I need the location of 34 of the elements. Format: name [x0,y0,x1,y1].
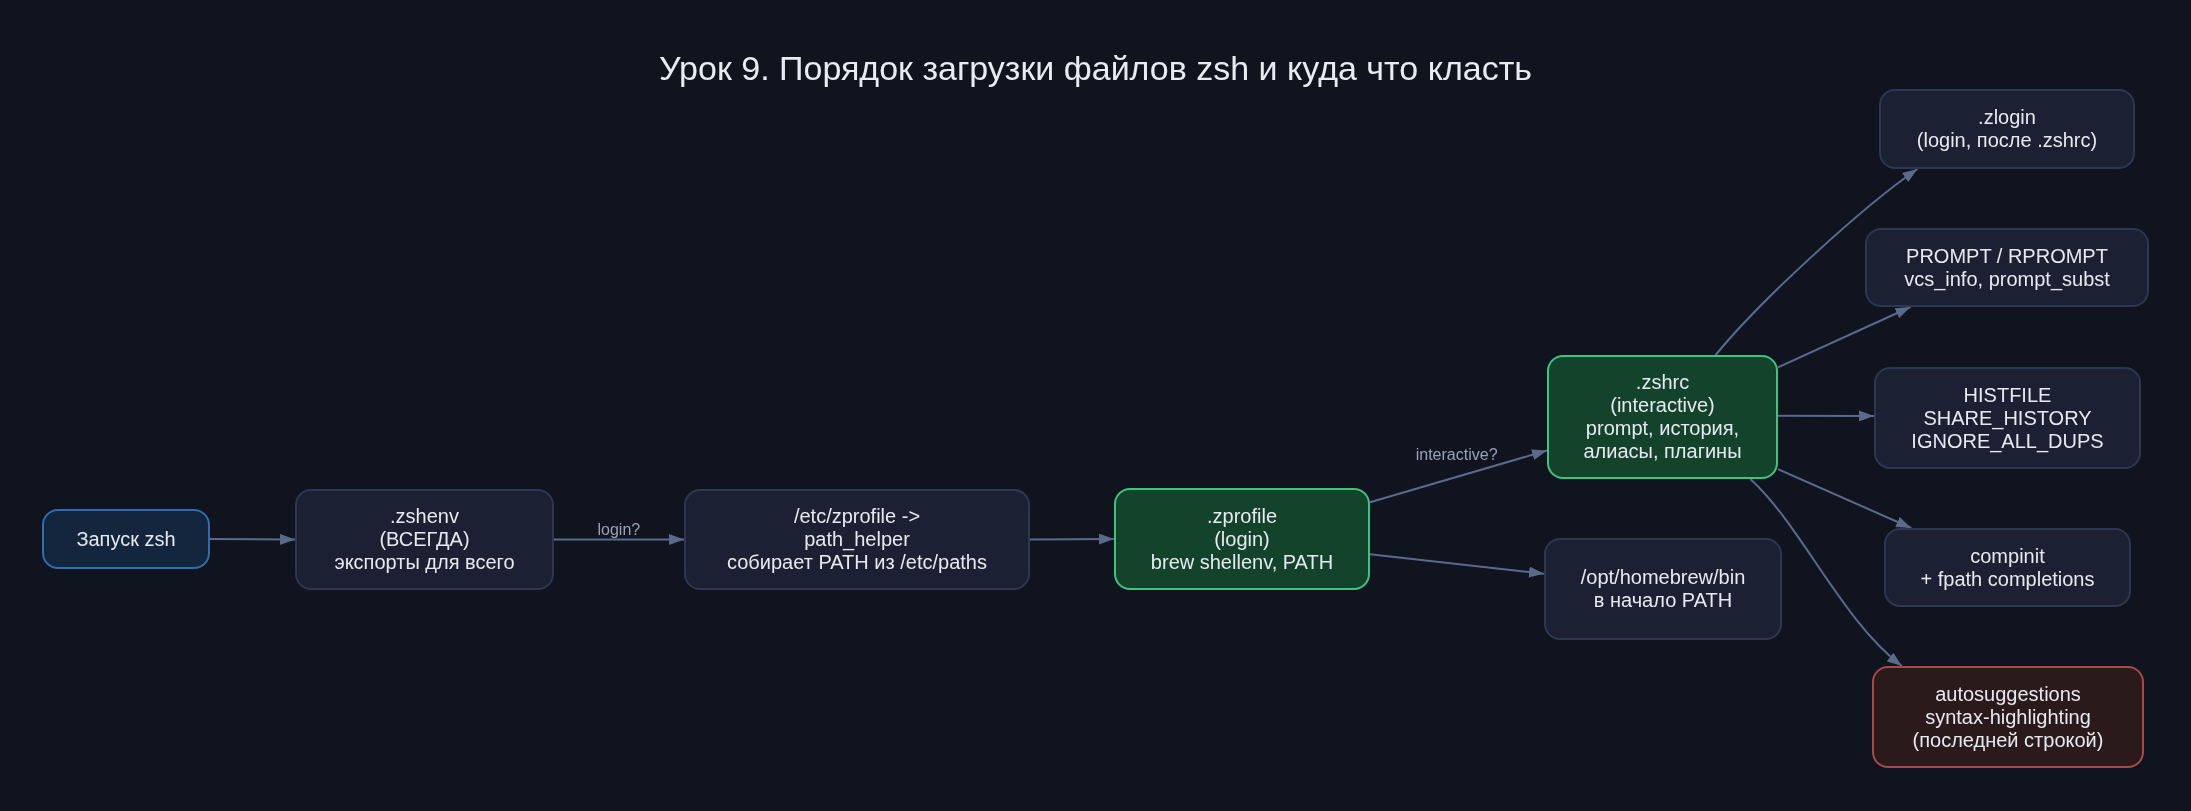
box-label: /etc/zprofile -> path_helper собирает PATH из /etc/paths [727,505,987,574]
arrow [1369,553,1545,578]
box-label: /opt/homebrew/bin в начало PATH [1580,566,1746,612]
process-box [1884,528,2131,607]
process-box [1879,89,2135,169]
process-box [1865,228,2149,307]
start-terminal [42,509,210,569]
arrow [1777,468,1913,529]
process-box [295,489,554,590]
process-box [1872,666,2144,768]
box-label: compinit + fpath completions [1920,544,2095,591]
arrow [1714,168,1919,356]
process-box [1874,367,2141,469]
box-label: autosuggestions syntax-highlighting (последней строкой) [1912,682,2104,752]
arrow [1777,410,1875,422]
arrow [1029,533,1115,545]
process-box [1547,355,1778,479]
arrow [1369,449,1548,504]
box-label: PROMPT / RPROMPT vcs_info, prompt_subst [1904,244,2110,291]
edge-label: login? [595,521,643,538]
box-label: .zshenv (ВСЕГДА) экспорты для всего [334,505,515,574]
process-box [1544,538,1782,640]
box-label: .zshrc (interactive) prompt, история, алиасы, плагины [1583,371,1742,463]
arrow [1777,306,1912,369]
process-box [684,489,1030,590]
box-label: .zlogin (login, после .zshrc) [1916,106,2098,152]
arrow [553,534,685,545]
process-box [1114,488,1370,590]
diagram-title: Урок 9. Порядок загрузки файлов zsh и куда что класть [659,49,1532,87]
box-label: Запуск zsh [76,527,176,551]
box-label: HISTFILE SHARE_HISTORY IGNORE_ALL_DUPS [1911,383,2104,453]
arrow [1749,478,1903,667]
arrow [209,533,296,545]
box-label: .zprofile (login) brew shellenv, PATH [1150,504,1334,574]
